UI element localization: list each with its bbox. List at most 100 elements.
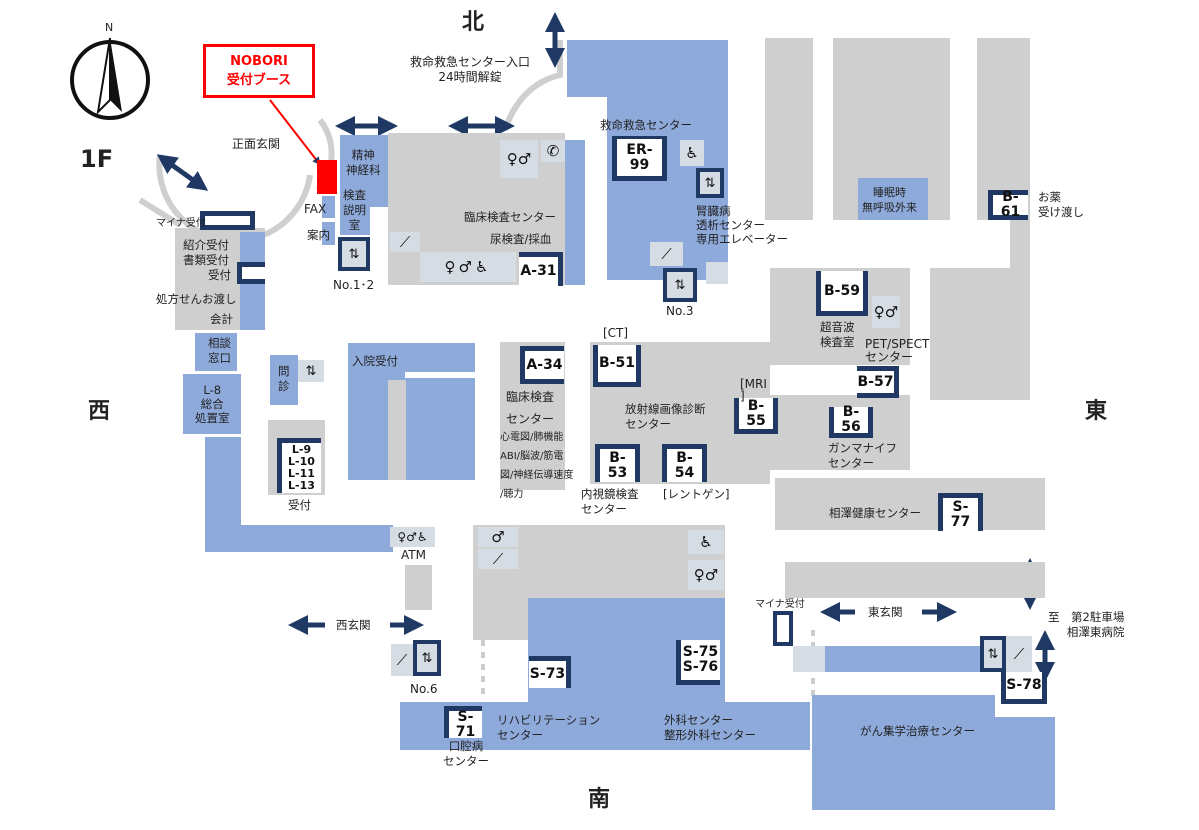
room-b55[interactable]: B-55 xyxy=(734,398,778,434)
endoscopy-line2: センター xyxy=(581,502,627,516)
room-b53[interactable]: B-53 xyxy=(595,444,640,482)
elevator-icon: ⇅ xyxy=(663,268,697,302)
er-center-label: 救命救急センター xyxy=(600,118,692,132)
wheelchair-icon: ♿ xyxy=(688,530,724,554)
direction-south: 南 xyxy=(588,787,611,812)
room-b54[interactable]: B-54 xyxy=(662,444,707,482)
reception-label: 受付 xyxy=(208,268,231,282)
room-l9-l13[interactable]: L-9 L-10 L-11 L-13 xyxy=(277,438,321,493)
room-a34[interactable]: A-34 xyxy=(520,346,564,384)
elevator-icon: ⇅ xyxy=(298,360,324,382)
clinical-lab2-line1: 臨床検査 xyxy=(506,390,555,404)
room-er99[interactable]: ER-99 xyxy=(612,136,667,181)
psychiatry-line2: 神経科 xyxy=(346,163,381,177)
oral-line2: センター xyxy=(443,754,489,768)
compass-icon xyxy=(70,37,150,120)
dialysis-line3: 専用エレベーター xyxy=(696,232,788,246)
escalator-icon: ⟋ xyxy=(478,549,518,569)
er-entrance-line1: 救命救急センター入口 xyxy=(410,55,531,69)
payment-label: 会計 xyxy=(210,312,233,326)
oral-line1: 口腔病 xyxy=(448,739,484,753)
room-b51[interactable]: B-51 xyxy=(593,345,641,387)
booth-pointer xyxy=(269,99,321,166)
room-s71[interactable]: S-71 xyxy=(444,706,482,739)
psychiatry-label: 精神神経科 xyxy=(346,148,381,178)
nobori-booth-callout: NOBORI 受付ブース xyxy=(203,44,315,98)
admission-area xyxy=(348,343,475,480)
east-entrance-label: 東玄関 xyxy=(868,605,903,619)
urine-blood-label: 尿検査/採血 xyxy=(490,232,552,246)
er-entrance-arc xyxy=(502,40,563,131)
restroom-icon: ♀♂ xyxy=(500,140,538,178)
interview-label: 問診 xyxy=(278,364,290,394)
interview-line2: 診 xyxy=(278,379,290,393)
exam-explanation-room xyxy=(340,182,370,235)
consult-line1: 相談 xyxy=(208,336,231,350)
elevator-3-label: No.3 xyxy=(666,304,694,318)
pet-line2: センター xyxy=(865,350,914,364)
mynumber-counter[interactable] xyxy=(200,211,255,230)
clinical-lab-label: 臨床検査センター xyxy=(464,210,556,224)
room-a31[interactable]: A-31 xyxy=(519,252,563,286)
document-reception-label: 書類受付 xyxy=(183,253,229,267)
room-l11: L-11 xyxy=(288,467,315,480)
nobori-booth-marker[interactable] xyxy=(317,160,337,194)
medicine-pickup-label: お薬受け渡し xyxy=(1038,190,1084,220)
elevator-12-label: No.1･2 xyxy=(333,278,375,292)
rehab-line2: センター xyxy=(497,728,543,742)
fax-label: FAX xyxy=(304,202,327,216)
mri-line1: [MRI xyxy=(740,377,767,391)
room-s73[interactable]: S-73 xyxy=(529,656,571,688)
dialysis-line1: 腎臓病 xyxy=(696,204,731,218)
room-b57[interactable]: B-57 xyxy=(857,366,899,398)
booth-name: NOBORI xyxy=(230,54,288,69)
mri-line2: ] xyxy=(740,389,745,403)
exam-explain-line2: 説明 xyxy=(343,203,366,217)
booth-subtitle: 受付ブース xyxy=(226,73,292,88)
consult-window-label: 相談窓口 xyxy=(208,336,231,366)
medicine-line2: 受け渡し xyxy=(1038,205,1084,219)
prescription-label: 処方せんお渡し xyxy=(156,292,237,306)
phone-icon: ✆ xyxy=(541,140,565,162)
man-restroom-icon: ♂ xyxy=(478,527,518,547)
room-s75-s76[interactable]: S-75 S-76 xyxy=(676,640,720,685)
reception-counter-window[interactable] xyxy=(237,262,265,284)
east-mynumber-label: マイナ受付 xyxy=(755,599,805,610)
rehab-line1: リハビリテーション xyxy=(497,713,601,727)
intro-reception-label: 紹介受付 xyxy=(183,238,229,252)
rehab-label: リハビリテーションセンター xyxy=(497,713,600,743)
oral-center-label: 口腔病センター xyxy=(443,739,489,769)
wheelchair-icon: ♿ xyxy=(474,258,492,276)
dialysis-label: 腎臓病透析センター専用エレベーター xyxy=(696,204,788,246)
east-mynumber-counter[interactable] xyxy=(773,611,793,646)
room-b56[interactable]: B-56 xyxy=(829,405,873,438)
ultrasound-line2: 検査室 xyxy=(820,335,855,349)
gamma-line2: センター xyxy=(828,456,874,470)
health-center-label: 相澤健康センター xyxy=(829,506,921,520)
room-s77[interactable]: S-77 xyxy=(938,493,983,531)
room-l13: L-13 xyxy=(288,479,315,492)
east-corridor xyxy=(825,646,985,672)
interview-line1: 問 xyxy=(278,364,290,378)
room-s78[interactable]: S-78 xyxy=(1001,672,1047,704)
clinical-lab-strip xyxy=(565,140,585,285)
room-b61[interactable]: B-61 xyxy=(988,190,1028,220)
compass-north-letter: N xyxy=(105,21,114,34)
floor-label: 1F xyxy=(80,145,114,173)
parking-line2: 相澤東病院 xyxy=(1066,625,1125,639)
clinical-lab2-line2: センター xyxy=(506,412,555,426)
consult-line2: 窓口 xyxy=(208,351,231,365)
tests-line3: 図/神経伝導速度 xyxy=(500,470,574,481)
endoscopy-label: 内視鏡検査センター xyxy=(581,487,639,517)
tests-line1: 心電図/肺機能 xyxy=(500,432,564,443)
er-entrance-line2: 24時間解錠 xyxy=(438,70,502,84)
admission-corridor xyxy=(388,380,406,480)
gamma-line1: ガンマナイフ xyxy=(828,441,897,455)
room-b59[interactable]: B-59 xyxy=(816,271,868,316)
room-s75: S-75 xyxy=(682,644,719,660)
sleep-apnea-clinic xyxy=(858,178,928,220)
east-strip xyxy=(1010,38,1030,288)
tests-line2: ABI/脳波/筋電 xyxy=(500,451,564,462)
l8-treatment-room xyxy=(183,374,241,434)
